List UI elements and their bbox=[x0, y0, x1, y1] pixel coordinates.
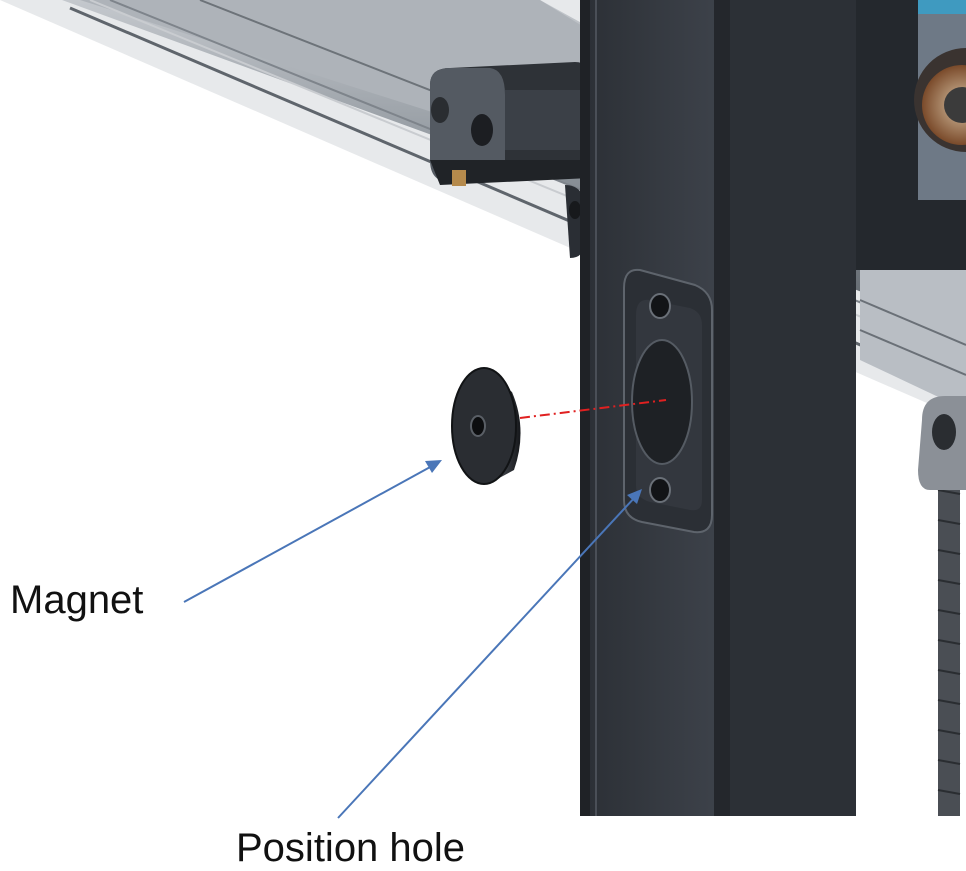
magnet-label: Magnet bbox=[10, 578, 144, 622]
motor-housing bbox=[850, 0, 966, 270]
position-hole-label: Position hole bbox=[236, 826, 466, 870]
vertical-post bbox=[580, 0, 856, 816]
magnet-disc bbox=[451, 367, 521, 485]
position-hole bbox=[631, 339, 693, 465]
alignment-axis-line bbox=[519, 399, 667, 419]
magnet-callout-arrow bbox=[183, 460, 442, 603]
threaded-rod bbox=[918, 396, 966, 816]
position-hole-callout-arrow bbox=[337, 489, 642, 819]
position-hole-plate bbox=[623, 268, 713, 534]
